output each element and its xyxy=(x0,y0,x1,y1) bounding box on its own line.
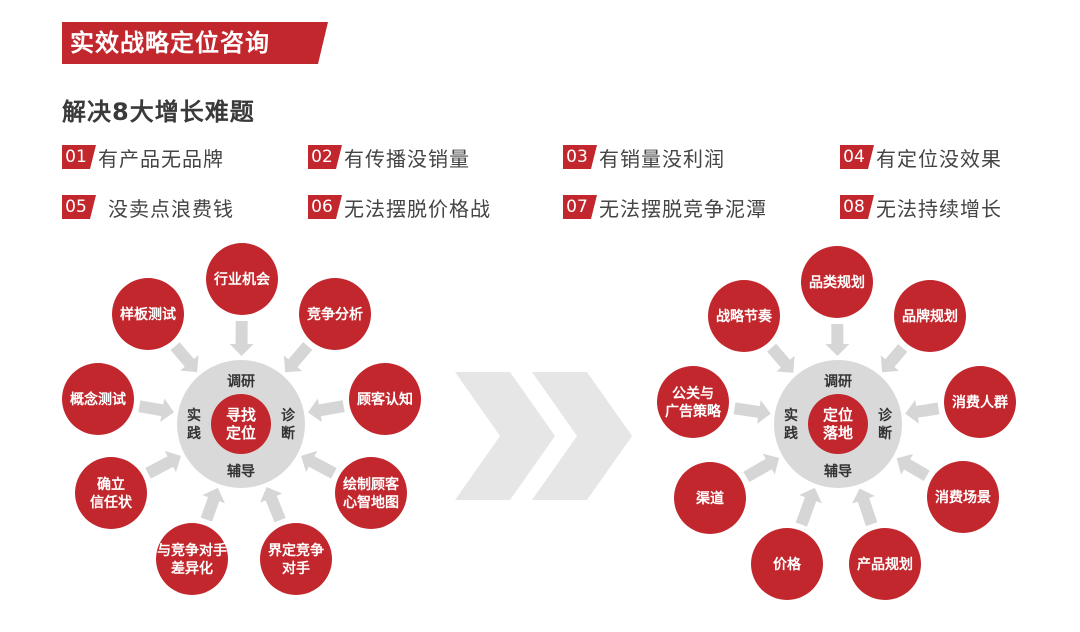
node-label: 公关与广告策略 xyxy=(665,385,722,420)
inward-arrow xyxy=(307,398,345,423)
problem-item-05: 05 没卖点浪费钱 xyxy=(62,192,234,222)
ring-label-top: 调研 xyxy=(227,374,255,390)
inward-arrow xyxy=(170,342,199,373)
problem-text: 有定位没效果 xyxy=(876,146,1002,171)
node-7: 渠道 xyxy=(674,462,746,534)
problem-item-08: 08 无法持续增长 xyxy=(840,192,1002,222)
node-label: 消费人群 xyxy=(952,394,1008,411)
ring-label-top: 调研 xyxy=(824,374,852,390)
node-6: 价格 xyxy=(751,528,823,600)
chevron-arrow-2 xyxy=(532,372,632,500)
node-3: 消费人群 xyxy=(944,366,1016,438)
subtitle: 解决8大增长难题 xyxy=(62,98,255,126)
inward-arrow xyxy=(200,487,225,522)
node-label: 消费场景 xyxy=(935,489,991,506)
problem-text: 有传播没销量 xyxy=(344,146,470,171)
inward-arrow xyxy=(283,342,313,373)
problem-number: 08 xyxy=(840,195,874,219)
node-2: 品牌规划 xyxy=(894,280,966,352)
problem-number: 01 xyxy=(62,145,96,169)
chevron-arrow-1 xyxy=(455,372,555,500)
node-4: 消费场景 xyxy=(927,461,999,533)
core-label: 寻找定位 xyxy=(226,406,256,442)
core-circle xyxy=(211,394,271,454)
inward-arrow xyxy=(733,400,771,424)
node-label: 品牌规划 xyxy=(902,308,958,325)
node-2: 竞争分析 xyxy=(299,278,371,350)
node-1: 品类规划 xyxy=(801,246,873,318)
problem-text: 有销量没利润 xyxy=(599,146,725,171)
problem-number: 05 xyxy=(62,195,96,219)
inward-arrow xyxy=(743,453,780,483)
node-label: 产品规划 xyxy=(857,556,913,573)
problem-item-06: 06 无法摆脱价格战 xyxy=(308,192,491,222)
inward-arrow xyxy=(896,453,930,482)
node-label: 渠道 xyxy=(695,490,724,507)
core-circle xyxy=(808,394,868,454)
node-5: 产品规划 xyxy=(849,528,921,600)
inward-arrow xyxy=(138,398,175,423)
problem-text: 无法摆脱竞争泥潭 xyxy=(599,196,767,221)
problem-number: 04 xyxy=(840,145,874,169)
node-9: 样板测试 xyxy=(112,278,184,350)
problem-number: 06 xyxy=(308,195,342,219)
inward-arrow xyxy=(229,320,254,357)
node-label: 顾客认知 xyxy=(357,391,413,408)
node-4: 绘制顾客心智地图 xyxy=(335,457,407,529)
transition-chevrons xyxy=(455,372,632,500)
node-9: 战略节奏 xyxy=(708,280,780,352)
node-8: 公关与广告策略 xyxy=(657,366,729,438)
node-label: 战略节奏 xyxy=(716,308,773,325)
node-label: 绘制顾客心智地图 xyxy=(343,476,400,511)
problem-text: 无法摆脱价格战 xyxy=(344,196,491,221)
ring-label-right: 诊断 xyxy=(878,407,893,442)
node-label: 界定竞争对手 xyxy=(268,542,324,577)
node-1: 行业机会 xyxy=(206,243,278,315)
ring-label-left: 实践 xyxy=(784,407,798,442)
inward-arrow xyxy=(905,399,940,424)
page-title-banner: 实效战略定位咨询 xyxy=(62,22,328,64)
inward-arrow xyxy=(767,343,795,373)
problem-item-03: 03 有销量没利润 xyxy=(563,142,725,172)
ring-label-left: 实践 xyxy=(187,407,201,442)
inward-arrow xyxy=(301,450,337,479)
node-label: 价格 xyxy=(773,556,802,573)
ring-label-bottom: 辅导 xyxy=(824,463,852,480)
inward-arrow xyxy=(260,486,286,523)
node-5: 界定竞争对手 xyxy=(260,523,332,595)
node-label: 样板测试 xyxy=(120,306,176,323)
problem-text: 有产品无品牌 xyxy=(98,146,224,171)
ring-label-bottom: 辅导 xyxy=(227,463,255,480)
problem-text: 无法持续增长 xyxy=(876,196,1002,221)
problem-item-01: 01 有产品无品牌 xyxy=(62,142,224,172)
inward-arrow xyxy=(825,323,850,357)
node-label: 概念测试 xyxy=(70,391,126,408)
problem-number: 03 xyxy=(563,145,597,169)
node-3: 顾客认知 xyxy=(349,363,421,435)
problem-text: 没卖点浪费钱 xyxy=(108,196,234,221)
node-label: 确立信任状 xyxy=(90,476,133,511)
inward-arrow xyxy=(852,488,878,527)
node-label: 品类规划 xyxy=(809,274,865,291)
problem-item-02: 02 有传播没销量 xyxy=(308,142,470,172)
problem-item-04: 04 有定位没效果 xyxy=(840,142,1002,172)
node-6: 与竞争对手差异化 xyxy=(156,523,228,595)
inward-arrow xyxy=(795,487,822,527)
ring-label-right: 诊断 xyxy=(281,407,296,442)
problem-number: 07 xyxy=(563,195,597,219)
core-label: 定位落地 xyxy=(823,406,853,442)
problem-item-07: 07 无法摆脱竞争泥潭 xyxy=(563,192,767,222)
node-8: 概念测试 xyxy=(62,363,134,435)
problem-number: 02 xyxy=(308,145,342,169)
node-label: 竞争分析 xyxy=(307,306,363,323)
inward-arrow xyxy=(145,450,181,479)
node-7: 确立信任状 xyxy=(75,457,147,529)
node-label: 行业机会 xyxy=(213,271,271,288)
inward-arrow xyxy=(880,344,908,373)
node-label: 与竞争对手差异化 xyxy=(157,542,227,577)
